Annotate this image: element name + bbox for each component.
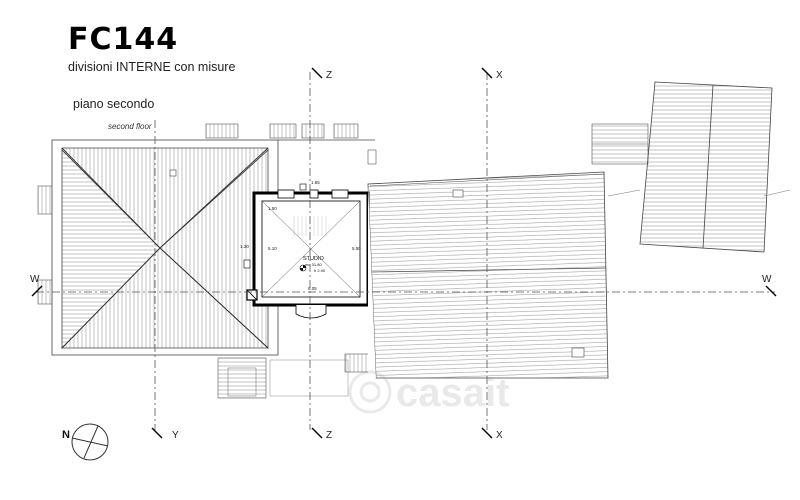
section-mark-x-bottom: X (481, 427, 503, 441)
dim-left-small: 1.30 (240, 244, 249, 249)
level-marker-icon (299, 264, 307, 272)
svg-text:X: X (496, 430, 503, 441)
far-right-roof (591, 81, 791, 253)
svg-text:Z: Z (326, 70, 332, 81)
section-mark-w-right: W (762, 274, 777, 297)
room-area: mq 31.80 (305, 262, 322, 267)
dim-bottom: 6.05 (308, 286, 317, 291)
studio-room: 1.50 1.65 1.30 5.10 5.50 6.05 STUDIO mq … (240, 180, 370, 319)
section-mark-z-bottom: Z (311, 427, 332, 441)
svg-text:casait: casait (396, 371, 509, 415)
svg-text:W: W (762, 274, 772, 285)
section-mark-x-top: X (481, 67, 503, 81)
middle-roof (367, 171, 609, 379)
section-mark-w-left: W (30, 274, 43, 297)
header-code: FC144 (68, 22, 179, 57)
room-name: STUDIO (303, 256, 325, 262)
room-height: h 2.90 (314, 268, 326, 273)
floor-label-it: piano secondo (73, 97, 155, 111)
lower-structures (217, 353, 370, 399)
header-subtitle: divisioni INTERNE con misure (68, 60, 236, 74)
dim-top-left: 1.50 (268, 206, 277, 211)
north-label: N (62, 429, 70, 441)
north-arrow-icon: N (62, 423, 109, 461)
section-axes (36, 72, 775, 430)
svg-text:X: X (496, 70, 503, 81)
section-mark-y-bottom: Y (151, 427, 179, 441)
svg-text:W: W (30, 274, 40, 285)
watermark: casait (348, 370, 509, 415)
dim-right: 5.50 (352, 246, 361, 251)
svg-text:Z: Z (326, 430, 332, 441)
dim-top-mid: 1.65 (311, 180, 320, 185)
left-building (37, 123, 377, 356)
svg-text:Y: Y (172, 430, 179, 441)
dim-left: 5.10 (268, 246, 277, 251)
floor-label-en: second floor (108, 122, 152, 131)
section-mark-z-top: Z (311, 67, 332, 81)
